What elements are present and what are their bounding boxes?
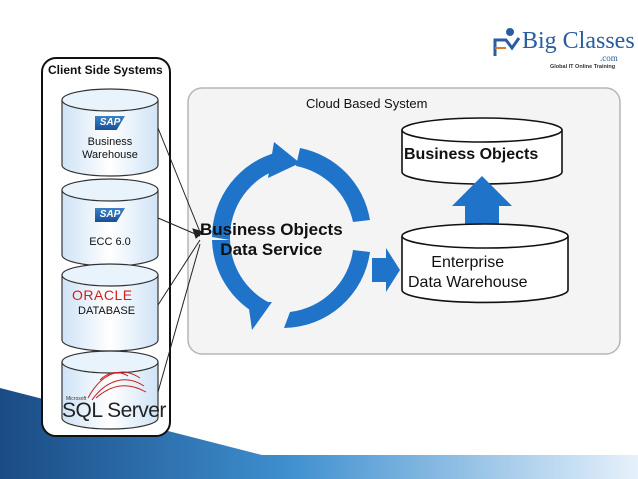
logo-domain: .com bbox=[600, 53, 618, 63]
oracle-logo-icon: ORACLE bbox=[72, 287, 133, 303]
service-label-line1: Business Objects bbox=[200, 220, 343, 239]
business-objects-label: Business Objects bbox=[404, 146, 539, 163]
service-label: Business Objects Data Service bbox=[200, 220, 343, 260]
sap-logo-icon: SAP bbox=[95, 116, 125, 130]
cylinder-sap-ecc bbox=[61, 178, 159, 267]
cylinder-sap-bw bbox=[61, 88, 159, 177]
sap-bw-line2: Warehouse bbox=[82, 149, 138, 161]
warehouse-label-line2: Data Warehouse bbox=[408, 274, 528, 291]
decorative-stripe bbox=[0, 388, 638, 479]
client-panel-title: Client Side Systems bbox=[48, 63, 163, 77]
logo-person-icon bbox=[493, 28, 521, 56]
sap-logo-icon: SAP bbox=[95, 208, 125, 222]
cylinder-sqlserver bbox=[61, 350, 159, 430]
service-label-line2: Data Service bbox=[220, 240, 323, 259]
sqlserver-logo-icon: SQL Server bbox=[62, 399, 166, 422]
connector-lines bbox=[157, 127, 205, 393]
bigclasses-logo: Big Classes .com Global IT Online Traini… bbox=[492, 22, 635, 78]
cylinder-business-objects bbox=[401, 117, 563, 185]
oracle-database-label: DATABASE bbox=[78, 305, 136, 317]
warehouse-label: Enterprise Data Warehouse bbox=[408, 253, 527, 293]
sap-bw-line1: Business bbox=[87, 136, 133, 148]
cloud-panel-title: Cloud Based System bbox=[306, 96, 428, 111]
arrow-up bbox=[452, 176, 512, 232]
sqlserver-vendor-label: Microsoft bbox=[66, 396, 87, 402]
cylinder-oracle bbox=[61, 263, 159, 352]
sap-ecc-label: ECC 6.0 bbox=[89, 236, 131, 248]
cycle-arrows-icon bbox=[212, 142, 370, 330]
arrow-to-warehouse bbox=[372, 248, 400, 292]
cylinder-enterprise-dw bbox=[401, 223, 569, 304]
sqlserver-swoosh-icon bbox=[87, 371, 147, 401]
logo-brand: Big Classes bbox=[522, 28, 635, 54]
logo-tagline: Global IT Online Training bbox=[550, 64, 616, 70]
warehouse-label-line1: Enterprise bbox=[431, 254, 505, 271]
